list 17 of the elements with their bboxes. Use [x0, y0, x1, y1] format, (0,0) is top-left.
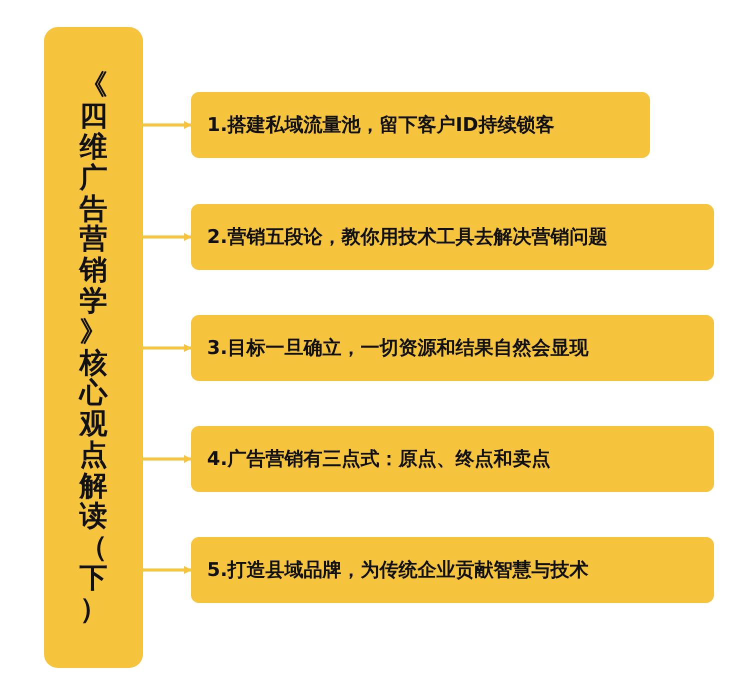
arrow: [143, 566, 192, 574]
point-card: [191, 537, 714, 603]
title-panel: [44, 27, 143, 668]
point-card: [191, 426, 714, 492]
point-text: 5.打造县域品牌，为传统企业贡献智慧与技术: [207, 558, 588, 583]
arrow: [143, 455, 192, 463]
point-text: 3.目标一旦确立，一切资源和结果自然会显现: [207, 336, 588, 361]
point-text: 2.营销五段论，教你用技术工具去解决营销问题: [207, 225, 608, 250]
point-card: [191, 315, 714, 381]
arrow: [143, 344, 192, 352]
point-text: 4.广告营销有三点式：原点、终点和卖点: [207, 447, 550, 472]
arrow: [143, 121, 192, 129]
title-text: 《四维广告营销学》核心观点解读（下）: [80, 70, 108, 625]
arrow: [143, 233, 192, 241]
point-text: 1.搭建私域流量池，留下客户ID持续锁客: [207, 113, 554, 138]
point-card: [191, 204, 714, 270]
point-card: [191, 92, 650, 158]
